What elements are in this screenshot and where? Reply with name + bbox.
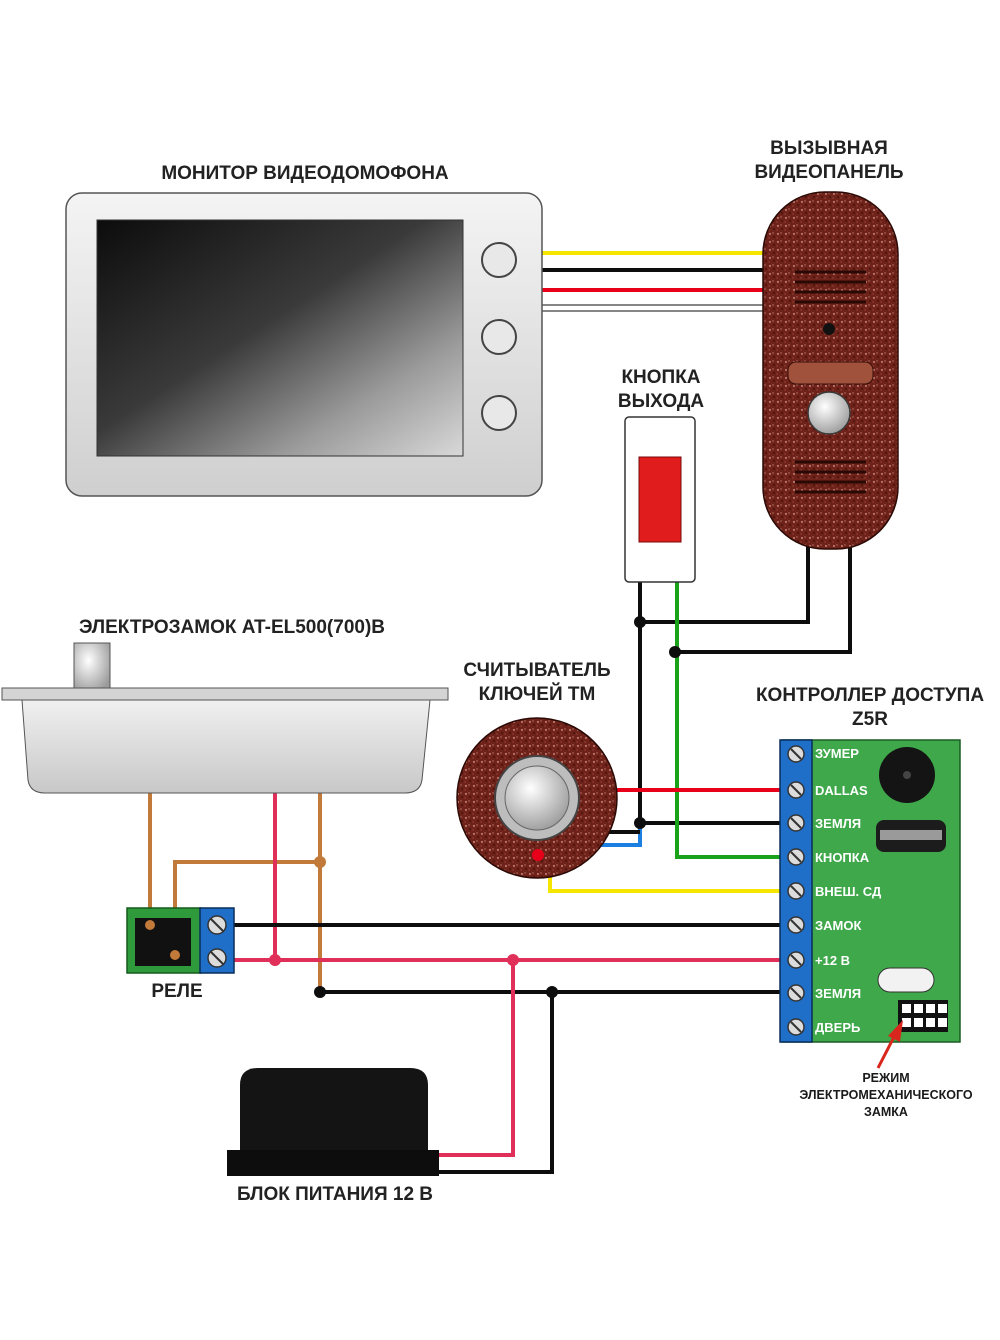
power-label: БЛОК ПИТАНИЯ 12 В <box>237 1184 433 1205</box>
exit-button-key-icon <box>638 456 682 543</box>
speaker-grille-icon <box>795 270 866 494</box>
panel-label: ВЫЗЫВНАЯ <box>770 138 888 159</box>
lock-label: ЭЛЕКТРОЗАМОК AT-EL500(700)B <box>79 617 385 638</box>
junction-dot <box>634 817 646 829</box>
relay <box>126 907 235 974</box>
terminal-label: ЗУМЕР <box>815 746 859 761</box>
screw-slot-icon <box>790 817 802 829</box>
key-reader <box>456 717 618 879</box>
capacitor-icon <box>877 967 935 993</box>
junction-dot <box>314 986 326 998</box>
exit-button <box>624 416 696 583</box>
wires <box>148 251 852 1174</box>
relay-pin-icon <box>170 950 180 960</box>
junction-dot <box>314 856 326 868</box>
monitor-label: МОНИТОР ВИДЕОДОМОФОНА <box>161 163 449 184</box>
terminal-label: +12 В <box>815 953 850 968</box>
monitor-button-icon <box>481 319 517 355</box>
reader-led-icon <box>532 849 544 861</box>
junction-dot <box>634 616 646 628</box>
screw-slot-icon <box>790 748 802 760</box>
junction-dot <box>669 646 681 658</box>
junction-dot <box>507 954 519 966</box>
screw-slot-icon <box>790 784 802 796</box>
screw-slot-icon <box>790 919 802 931</box>
terminal-label: ДВЕРЬ <box>815 1020 860 1035</box>
mode-label: РЕЖИМ <box>862 1071 909 1085</box>
wire-power-black <box>435 992 554 1174</box>
controller-label: КОНТРОЛЛЕР ДОСТУПА <box>756 685 984 706</box>
reader-label: СЧИТЫВАТЕЛЬ <box>463 660 610 681</box>
junction-dot <box>546 986 558 998</box>
call-panel <box>762 191 899 550</box>
power-supply <box>227 1068 439 1176</box>
wire-button-green <box>675 580 785 859</box>
terminal-label: КНОПКА <box>815 850 870 865</box>
terminal-label: ЗАМОК <box>815 918 861 933</box>
exit-button-label: КНОПКА <box>621 367 700 388</box>
screw-slot-icon <box>790 885 802 897</box>
terminal-label: ВНЕШ. СД <box>815 884 882 899</box>
relay-label: РЕЛЕ <box>151 981 202 1002</box>
monitor <box>65 192 543 497</box>
screw-slot-icon <box>790 987 802 999</box>
wire-reader-yellow <box>548 862 785 893</box>
screw-slot-icon <box>790 954 802 966</box>
controller-label: Z5R <box>852 709 888 730</box>
controller: ЗУМЕР DALLAS ЗЕМЛЯ КНОПКА ВНЕШ. СД ЗАМОК… <box>779 739 961 1043</box>
wire-power-red <box>435 960 515 1157</box>
call-button-icon <box>807 391 851 435</box>
mode-label: ЭЛЕКТРОМЕХАНИЧЕСКОГО <box>799 1088 973 1102</box>
reader-contact-icon <box>504 765 570 831</box>
wire-panel-black <box>640 545 810 624</box>
name-plate-icon <box>787 361 874 385</box>
screw-slot-icon <box>790 851 802 863</box>
junction-dot <box>269 954 281 966</box>
electric-lock <box>1 642 449 794</box>
labels: МОНИТОР ВИДЕОДОМОФОНА ВЫЗЫВНАЯ ВИДЕОПАНЕ… <box>79 138 984 1205</box>
screw-slot-icon <box>790 1021 802 1033</box>
terminal-label: ЗЕМЛЯ <box>815 986 861 1001</box>
wire-monitor-white <box>539 304 769 312</box>
arrow-icon <box>876 1020 903 1069</box>
exit-button-label: ВЫХОДА <box>618 391 705 412</box>
jumper-block-icon <box>898 1000 948 1032</box>
reader-label: КЛЮЧЕЙ ТМ <box>479 683 596 705</box>
camera-icon <box>823 323 835 335</box>
terminal-label: DALLAS <box>815 783 868 798</box>
wire-panel-black2 <box>675 545 852 654</box>
mode-label: ЗАМКА <box>864 1105 908 1119</box>
monitor-button-icon <box>481 395 517 431</box>
panel-label: ВИДЕОПАНЕЛЬ <box>754 162 903 183</box>
monitor-button-icon <box>481 242 517 278</box>
relay-pin-icon <box>145 920 155 930</box>
terminal-label: ЗЕМЛЯ <box>815 816 861 831</box>
